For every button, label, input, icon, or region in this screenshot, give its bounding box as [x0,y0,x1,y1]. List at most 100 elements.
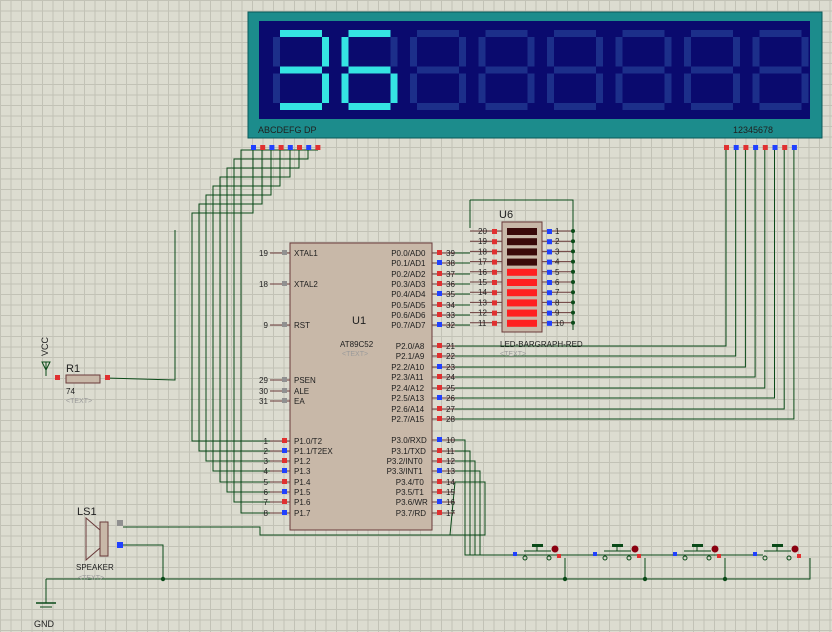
segment-c [322,73,329,103]
svg-text:4: 4 [264,467,269,476]
speaker-ls1[interactable]: LS1 SPEAKER <TEXT> [76,506,123,582]
svg-text:9: 9 [555,309,560,318]
svg-text:1: 1 [555,227,560,236]
segment-f [341,37,349,67]
push-buttons[interactable] [513,544,801,561]
segment-f [684,37,691,67]
svg-text:13: 13 [446,467,455,476]
svg-text:26: 26 [446,394,455,403]
segment-c [390,73,398,103]
bargraph-pin-15: 15 [470,278,502,287]
svg-text:P0.6/AD6: P0.6/AD6 [391,311,426,320]
svg-text:9: 9 [264,321,269,330]
segment-c [664,73,672,103]
push-button-2[interactable] [593,544,641,561]
bar-segment-6 [507,279,537,286]
svg-text:11: 11 [446,447,455,456]
push-button-4[interactable] [753,544,801,561]
svg-text:25: 25 [446,384,455,393]
svg-text:8: 8 [264,509,269,518]
svg-text:35: 35 [446,290,455,299]
digit-pin [791,145,797,150]
svg-text:ALE: ALE [294,387,309,396]
digit-pin [772,145,778,150]
svg-text:P3.7/RD: P3.7/RD [396,509,426,518]
segment-f [273,37,280,67]
segment-a [348,30,391,37]
segment-pin [306,145,312,150]
segment-e [615,73,623,103]
digit-pin [782,145,788,150]
segment-f [615,37,623,67]
bar-segment-8 [507,299,537,307]
svg-text:29: 29 [259,376,268,385]
segment-pin [287,145,293,150]
svg-text:P1.4: P1.4 [294,478,311,487]
segment-a [554,30,596,37]
mcu-pin-30: 30 ALE [259,387,309,396]
bar-segment-3 [507,248,537,256]
segment-f [478,37,486,67]
push-button-1[interactable] [513,544,561,561]
resistor-r1[interactable]: R1 74 <TEXT> [55,363,110,405]
vcc-terminal[interactable]: VCC [40,336,51,376]
svg-text:6: 6 [264,488,269,497]
bargraph-pin-16: 16 [470,268,502,277]
segment-g [622,66,665,74]
vcc-label: VCC [40,336,50,356]
svg-text:P1.2: P1.2 [294,457,311,466]
svg-text:30: 30 [259,387,268,396]
segment-f [410,37,417,67]
display-digit-6 [615,30,672,110]
svg-text:P1.7: P1.7 [294,509,311,518]
segment-b [801,37,809,67]
segment-e [684,73,691,103]
svg-text:38: 38 [446,259,455,268]
bargraph-pin-19: 19 [470,237,502,246]
segment-e [478,73,486,103]
bargraph-pin-20: 20 [470,227,502,236]
svg-text:P2.7/A15: P2.7/A15 [391,415,424,424]
push-button-3[interactable] [673,544,721,561]
svg-text:34: 34 [446,301,455,310]
segment-b [664,37,672,67]
segment-d [417,103,459,110]
segment-d [554,103,596,110]
segment-c [801,73,809,103]
speaker-part: SPEAKER [76,563,114,572]
svg-text:11: 11 [478,319,487,328]
seven-segment-display[interactable]: ABCDEFG DP 12345678 [247,11,823,150]
segment-b [596,37,603,67]
mcu-ref: U1 [352,315,366,327]
gnd-terminal[interactable]: GND [34,579,56,629]
svg-text:28: 28 [446,415,455,424]
digit-pin [733,145,739,150]
segment-a [691,30,733,37]
bargraph-part: LED-BARGRAPH-RED [500,340,583,349]
svg-text:20: 20 [478,227,487,236]
svg-text:P3.2/INT0: P3.2/INT0 [387,457,424,466]
bar-segment-5 [507,268,537,276]
svg-text:16: 16 [446,498,455,507]
bargraph-pin-12: 12 [470,309,502,318]
svg-text:P3.5/T1: P3.5/T1 [396,488,425,497]
segment-d [485,103,528,110]
segment-a [759,30,802,37]
